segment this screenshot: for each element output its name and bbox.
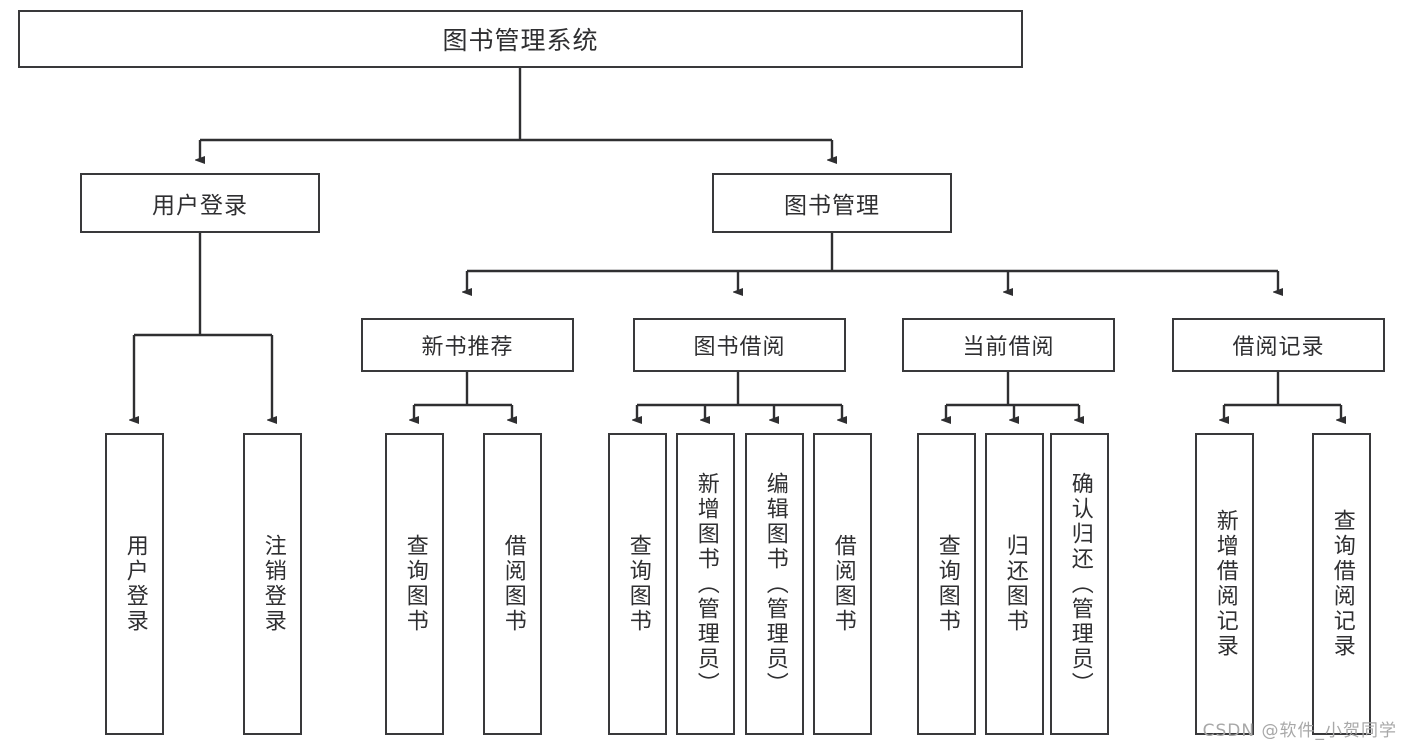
leaf-borrow-record-1[interactable]: 新增借阅记录	[1195, 433, 1254, 735]
leaf-user-login-2[interactable]: 注销登录	[243, 433, 302, 735]
node-book-borrow[interactable]: 图书借阅	[633, 318, 846, 372]
leaf-current-borrow-2-label: 归还图书	[1002, 534, 1028, 634]
node-book-management-label: 图书管理	[784, 193, 880, 219]
node-user-login-label: 用户登录	[152, 193, 248, 219]
leaf-new-book-recommend-2[interactable]: 借阅图书	[483, 433, 542, 735]
leaf-new-book-recommend-1[interactable]: 查询图书	[385, 433, 444, 735]
leaf-user-login-1-label: 用户登录	[122, 534, 148, 634]
leaf-new-book-recommend-2-label: 借阅图书	[500, 534, 526, 634]
leaf-book-borrow-4-label: 借阅图书	[830, 534, 856, 634]
node-borrow-record[interactable]: 借阅记录	[1172, 318, 1385, 372]
leaf-current-borrow-1-label: 查询图书	[934, 534, 960, 634]
leaf-user-login-2-label: 注销登录	[260, 534, 286, 634]
leaf-current-borrow-3[interactable]: 确认归还（管理员）	[1050, 433, 1109, 735]
node-root[interactable]: 图书管理系统	[18, 10, 1023, 68]
leaf-borrow-record-2-label: 查询借阅记录	[1329, 509, 1355, 659]
node-new-book-recommend[interactable]: 新书推荐	[361, 318, 574, 372]
leaf-book-borrow-4[interactable]: 借阅图书	[813, 433, 872, 735]
leaf-book-borrow-2-label: 新增图书（管理员）	[693, 471, 719, 697]
node-root-label: 图书管理系统	[442, 26, 599, 55]
node-borrow-record-label: 借阅记录	[1232, 335, 1325, 360]
leaf-book-borrow-1-label: 查询图书	[625, 534, 651, 634]
leaf-current-borrow-2[interactable]: 归还图书	[985, 433, 1044, 735]
leaf-borrow-record-1-label: 新增借阅记录	[1212, 509, 1238, 659]
leaf-user-login-1[interactable]: 用户登录	[105, 433, 164, 735]
watermark: CSDN @软件_小贺同学	[1202, 721, 1397, 741]
node-new-book-recommend-label: 新书推荐	[421, 335, 514, 360]
leaf-borrow-record-2[interactable]: 查询借阅记录	[1312, 433, 1371, 735]
node-current-borrow[interactable]: 当前借阅	[902, 318, 1115, 372]
leaf-book-borrow-1[interactable]: 查询图书	[608, 433, 667, 735]
leaf-new-book-recommend-1-label: 查询图书	[402, 534, 428, 634]
node-current-borrow-label: 当前借阅	[962, 335, 1055, 360]
leaf-book-borrow-3[interactable]: 编辑图书（管理员）	[745, 433, 804, 735]
leaf-book-borrow-2[interactable]: 新增图书（管理员）	[676, 433, 735, 735]
node-book-management[interactable]: 图书管理	[712, 173, 952, 233]
leaf-current-borrow-1[interactable]: 查询图书	[917, 433, 976, 735]
leaf-current-borrow-3-label: 确认归还（管理员）	[1067, 471, 1093, 697]
node-user-login[interactable]: 用户登录	[80, 173, 320, 233]
node-book-borrow-label: 图书借阅	[693, 335, 786, 360]
leaf-book-borrow-3-label: 编辑图书（管理员）	[762, 471, 788, 697]
